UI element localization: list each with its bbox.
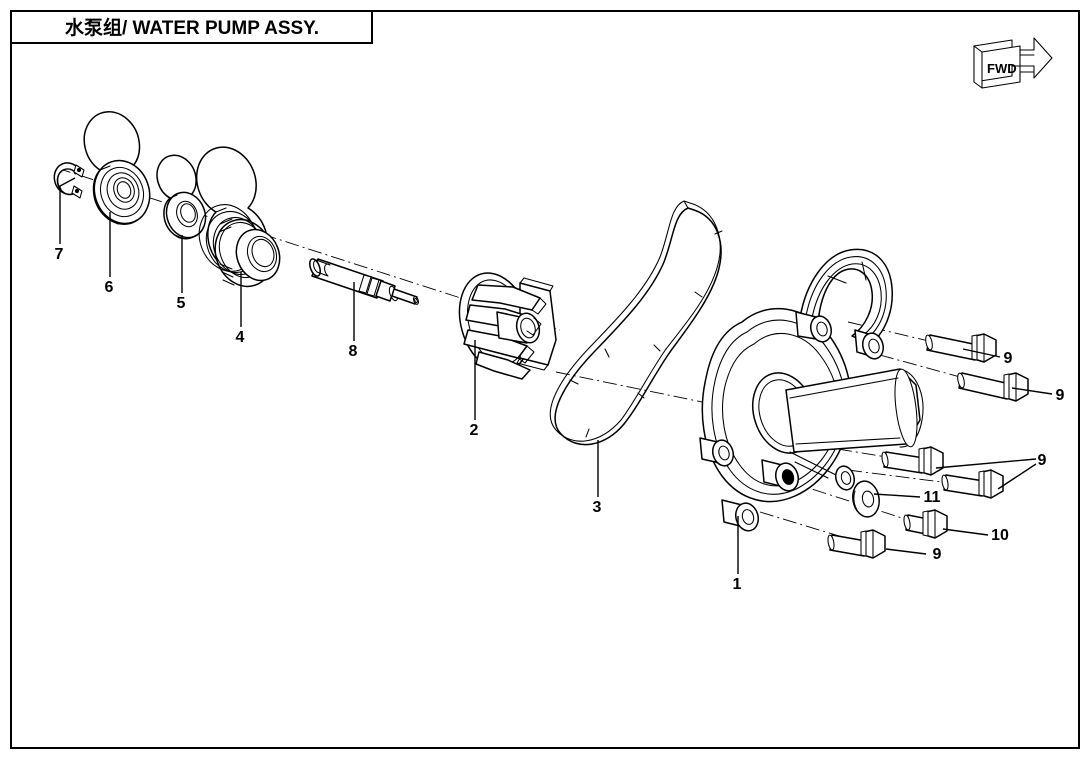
callout-numbers: 7 6 5 4 8 2 3 1 9 9 9 11 10 9 bbox=[55, 246, 1065, 593]
cover-boss-upper-left bbox=[795, 311, 833, 343]
title-box bbox=[10, 10, 373, 44]
callout-10: 10 bbox=[991, 527, 1009, 544]
leader-10 bbox=[942, 528, 989, 536]
callout-4: 4 bbox=[236, 329, 245, 346]
cover-boss-outlet bbox=[834, 465, 856, 491]
callout-leader-lines bbox=[59, 177, 1053, 574]
callout-9-upper-1: 9 bbox=[1004, 350, 1013, 367]
callout-7: 7 bbox=[55, 246, 64, 263]
part-water-pump-cover bbox=[699, 248, 924, 532]
fwd-label: FWD bbox=[987, 61, 1017, 76]
leader-9c1 bbox=[935, 458, 1037, 469]
callout-6: 6 bbox=[105, 279, 114, 296]
callout-9-upper-2: 9 bbox=[1056, 387, 1065, 404]
callout-9-mid-pair: 9 bbox=[1038, 452, 1047, 469]
page-title: 水泵组/ WATER PUMP ASSY. bbox=[65, 16, 319, 39]
callout-5: 5 bbox=[177, 295, 186, 312]
cover-boss-left bbox=[699, 437, 735, 467]
part-flange-bolt-upper-1 bbox=[925, 333, 997, 363]
fwd-arrow-icon: FWD bbox=[973, 37, 1053, 89]
callout-11: 11 bbox=[924, 489, 941, 506]
leader-9b bbox=[1011, 387, 1053, 395]
part-water-pump-gasket bbox=[549, 200, 723, 446]
part-pump-shaft bbox=[309, 258, 420, 305]
leader-11 bbox=[873, 493, 921, 498]
part-ball-bearing bbox=[83, 111, 151, 225]
leader-7 bbox=[59, 177, 76, 244]
part-flange-bolt-lower bbox=[827, 529, 886, 559]
callout-3: 3 bbox=[593, 499, 602, 516]
leader-9d bbox=[885, 548, 927, 555]
part-short-flange-bolt bbox=[903, 509, 948, 539]
callout-1: 1 bbox=[733, 576, 742, 593]
cover-boss-lower-left bbox=[721, 499, 760, 532]
callout-2: 2 bbox=[470, 422, 479, 439]
leader-9a bbox=[962, 348, 1001, 358]
part-mechanical-seal bbox=[195, 146, 281, 288]
part-flat-washer bbox=[852, 480, 880, 518]
part-flange-bolt-mid-2 bbox=[941, 469, 1004, 499]
part-impeller bbox=[458, 272, 557, 380]
leader-9c2 bbox=[997, 463, 1037, 490]
part-seal-washer bbox=[156, 154, 207, 240]
part-flange-bolt-mid-1 bbox=[881, 446, 944, 476]
cover-boss-mid-right bbox=[761, 459, 800, 492]
cover-boss-upper-right bbox=[854, 329, 885, 360]
callout-9-lower: 9 bbox=[933, 546, 942, 563]
diagram-frame bbox=[10, 10, 1080, 749]
callout-8: 8 bbox=[349, 343, 358, 360]
part-flange-bolt-upper-2 bbox=[957, 372, 1029, 402]
